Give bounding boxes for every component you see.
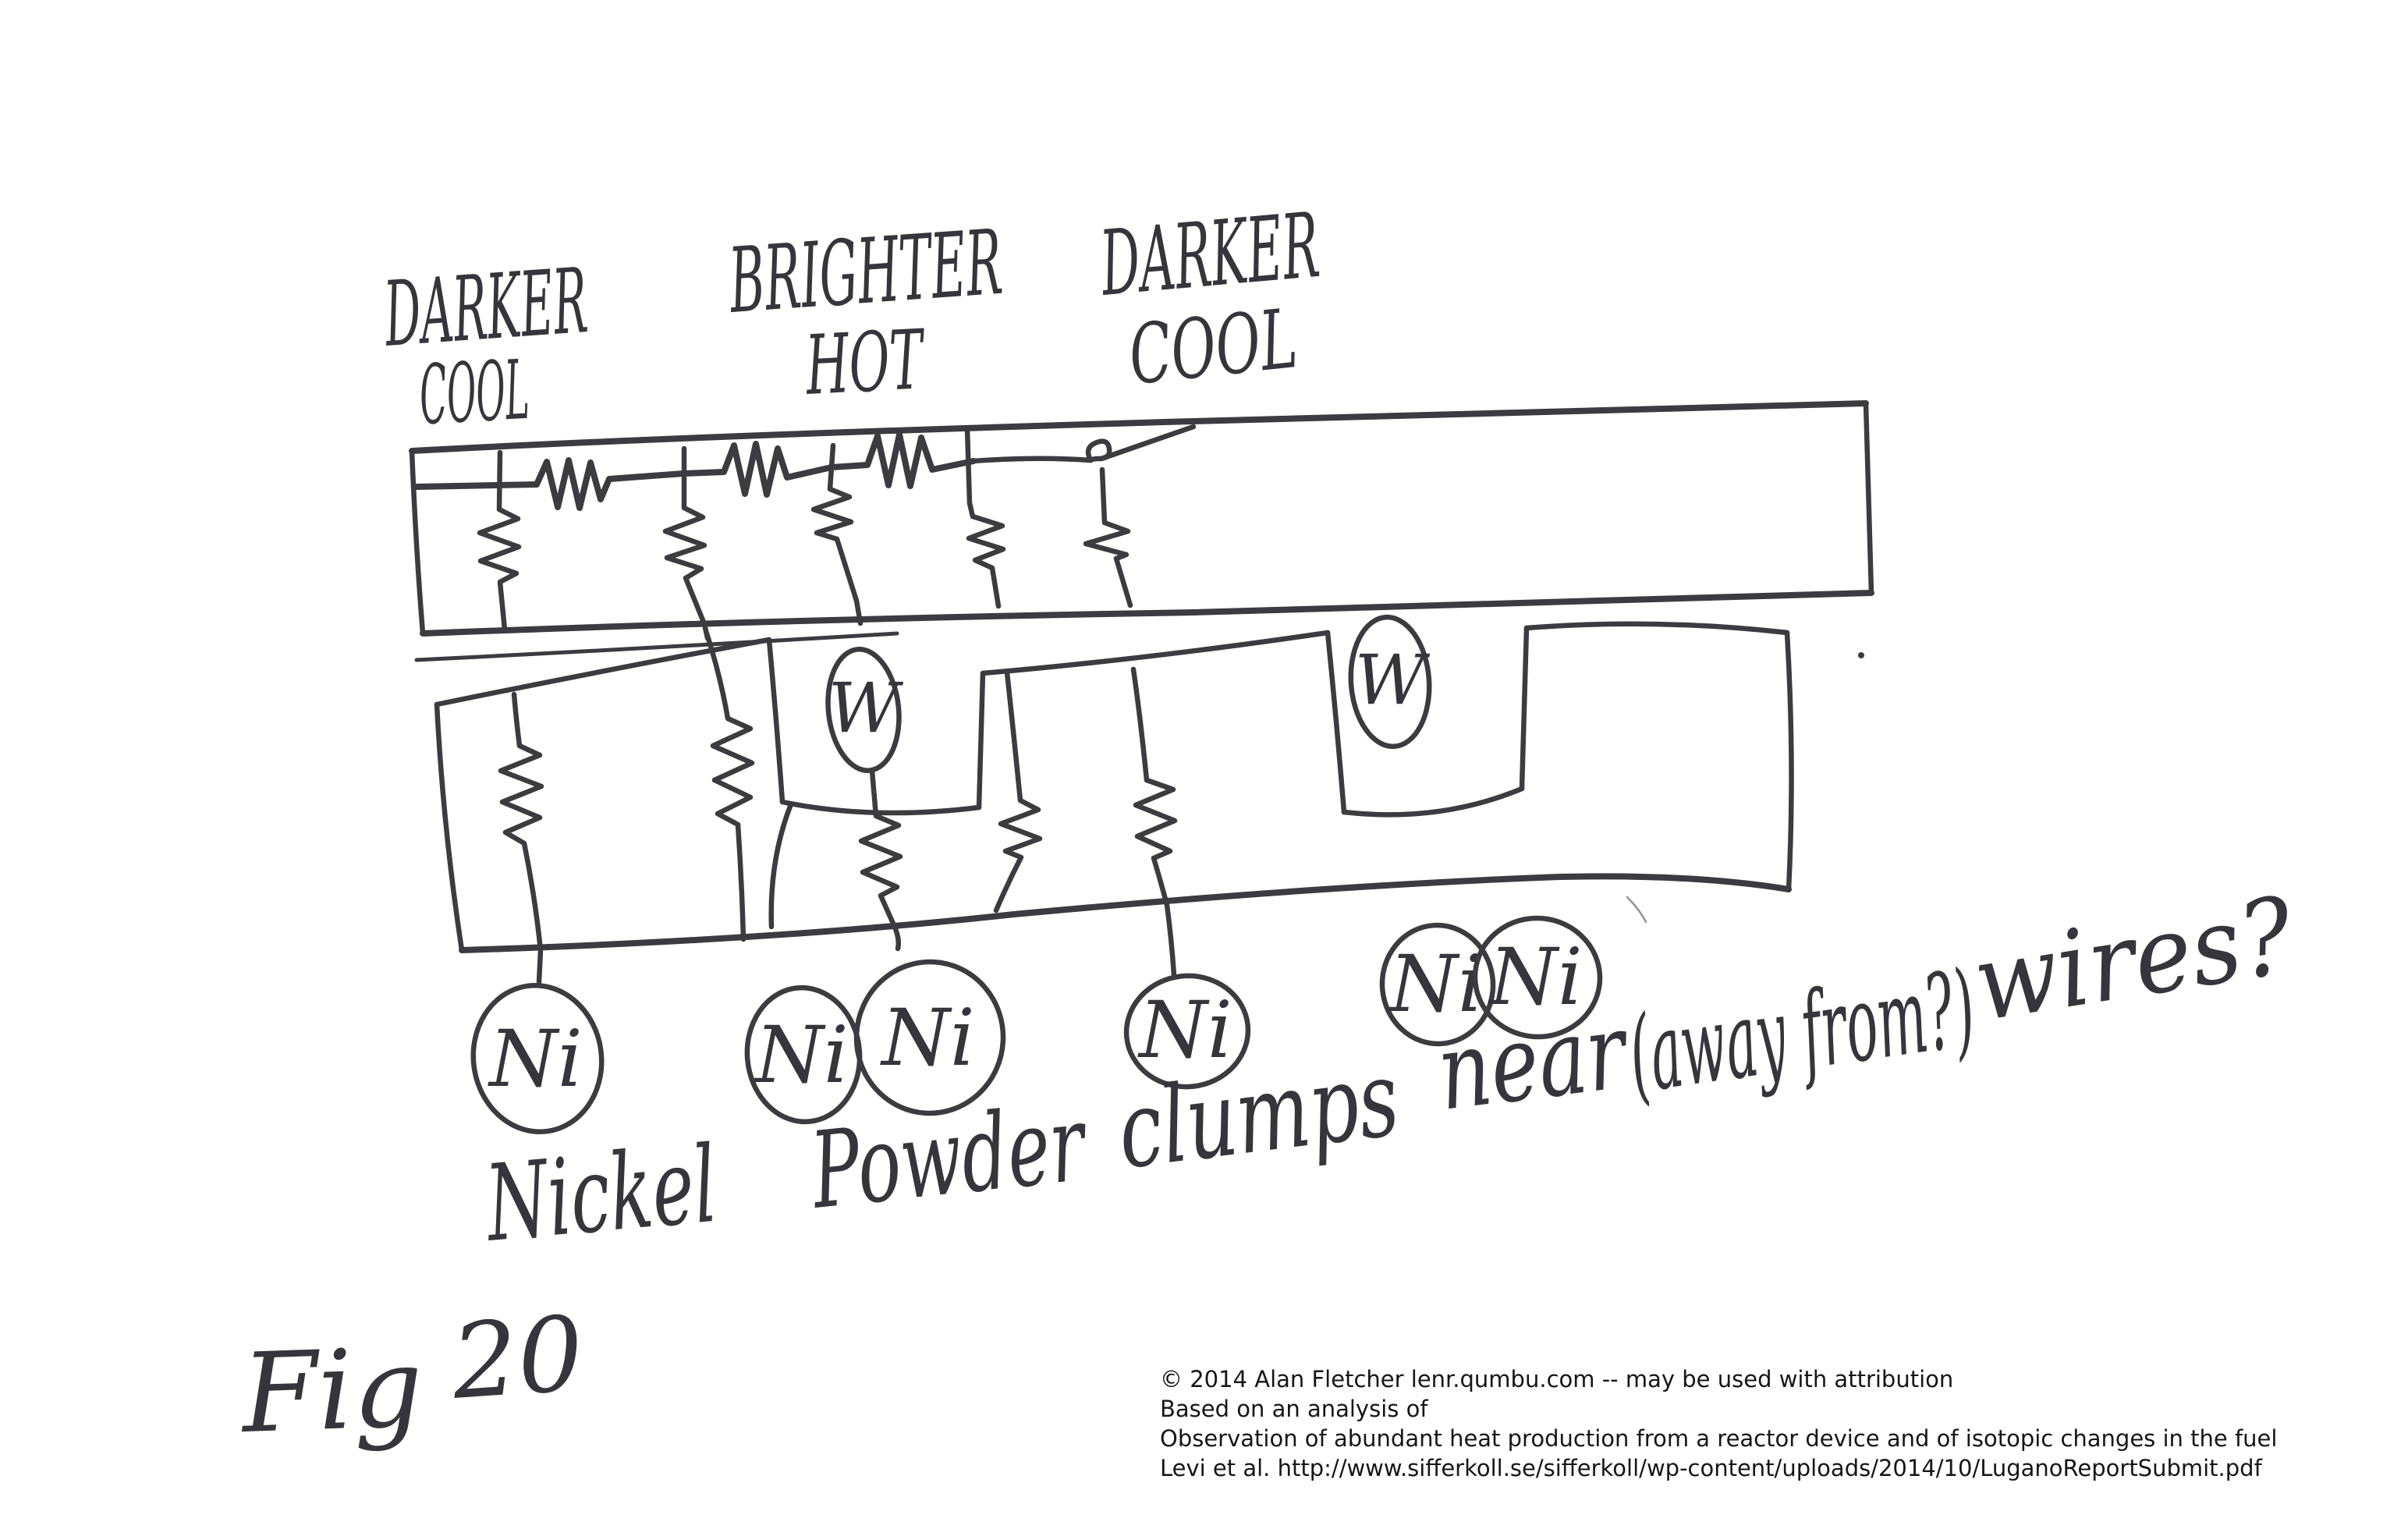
series-resistor-1	[534, 457, 686, 511]
lower-resistor-3-under-tungsten	[858, 768, 903, 952]
lower-band-right-edge	[1784, 630, 1794, 892]
heater-bus-wire	[413, 481, 540, 490]
tungsten-circle-1	[825, 647, 902, 773]
caption-nickel-powder: Nickel Powder clumps near (away from?) w…	[480, 874, 2302, 1265]
notch1-left-side	[766, 637, 786, 805]
notch2-left-side	[1325, 630, 1347, 815]
nickel-label-1: Ni	[488, 1013, 582, 1105]
lower-resistor-1-to-nickel	[498, 691, 544, 985]
lower-band-top-edge-3	[1523, 621, 1790, 636]
top-band-bottom-edge-retrace	[414, 631, 899, 662]
top-shunt-resistor-3	[810, 442, 864, 626]
notch2-floor	[1341, 786, 1525, 818]
heater-bus-loop	[1085, 438, 1112, 463]
stray-ink-dot	[1858, 652, 1864, 658]
notch1-right-side	[976, 670, 986, 811]
lower-band-bottom-edge	[459, 873, 1792, 953]
nickel-circle-5	[1379, 922, 1496, 1047]
nickel-clumps: Ni Ni Ni Ni Ni Ni	[470, 915, 1603, 1135]
lower-resistor-4	[993, 669, 1043, 913]
lower-band-top-edge-2	[980, 630, 1331, 676]
nickel-label-4: Ni	[1137, 984, 1232, 1076]
tungsten-wire-markers: W W	[825, 614, 1432, 773]
label-darker-left: DARKER	[381, 249, 591, 367]
nickel-label-6: Ni	[1488, 931, 1582, 1023]
top-shunt-resistor-2	[662, 445, 711, 641]
attribution-line-2: Based on an analysis of	[1160, 1396, 1428, 1422]
label-darker-right: DARKER	[1096, 193, 1324, 317]
top-band-left-edge	[409, 448, 426, 637]
attribution-line-4: Levi et al. http://www.sifferkoll.se/sif…	[1160, 1455, 2263, 1481]
tungsten-label-2: W	[1355, 640, 1431, 720]
stray-pencil-mark	[1626, 896, 1647, 924]
nickel-circle-1	[470, 982, 605, 1135]
top-band-bottom-edge	[420, 590, 1874, 637]
figure-number: 20	[447, 1294, 587, 1423]
heater-bus-diagonal	[1098, 424, 1197, 462]
caption-word-near: near	[1431, 989, 1637, 1134]
series-resistor-3	[828, 431, 977, 489]
series-resistor-2	[680, 441, 835, 498]
nickel-label-2: Ni	[754, 1009, 848, 1101]
figure-label: Fig	[237, 1325, 424, 1458]
top-shunt-resistor-5	[1083, 467, 1133, 608]
caption-word-wires: wires?	[1966, 874, 2302, 1045]
reactor-top-band	[409, 400, 1874, 662]
caption-word-nickel: Nickel	[480, 1123, 722, 1265]
nickel-circle-4	[1123, 973, 1251, 1090]
label-brighter: BRIGHTER	[725, 211, 1006, 334]
tungsten-circle-2	[1348, 614, 1432, 750]
top-band-top-edge	[409, 400, 1869, 454]
attribution-block: © 2014 Alan Fletcher lenr.qumbu.com -- m…	[1160, 1366, 2277, 1481]
lower-resistor-2	[704, 630, 755, 942]
nickel-circle-3	[853, 959, 1006, 1116]
notch1-floor-drop-wire	[768, 801, 794, 930]
heater-bus-tail	[970, 456, 1094, 464]
caption-word-awayfrom: (away from?)	[1622, 947, 1983, 1116]
lower-band-top-edge-1	[434, 637, 772, 708]
nickel-label-3: Ni	[880, 992, 974, 1084]
nickel-label-5: Ni	[1388, 938, 1482, 1030]
nickel-circle-6	[1472, 915, 1603, 1040]
lower-band-left-edge	[434, 701, 465, 953]
attribution-line-3: Observation of abundant heat production …	[1160, 1425, 2277, 1452]
top-shunt-resistor-4	[964, 425, 1006, 609]
notch1-floor	[779, 799, 982, 816]
lower-resistor-5-to-nickel	[1130, 666, 1178, 978]
reactor-lower-band	[434, 621, 1864, 985]
figure-caption: Fig 20	[237, 1294, 587, 1459]
caption-word-powder: Powder	[804, 1082, 1094, 1233]
top-shunt-resistor-1	[477, 449, 522, 633]
tungsten-label-1: W	[828, 668, 904, 748]
temperature-labels: DARKER COOL BRIGHTER HOT DARKER COOL	[381, 193, 1324, 443]
top-band-right-edge	[1863, 400, 1874, 596]
label-cool-right: COOL	[1125, 291, 1302, 403]
label-hot: HOT	[803, 312, 929, 413]
label-cool-left: COOL	[417, 342, 531, 443]
attribution-line-1: © 2014 Alan Fletcher lenr.qumbu.com -- m…	[1160, 1366, 1953, 1392]
notch2-right-side	[1519, 625, 1530, 792]
